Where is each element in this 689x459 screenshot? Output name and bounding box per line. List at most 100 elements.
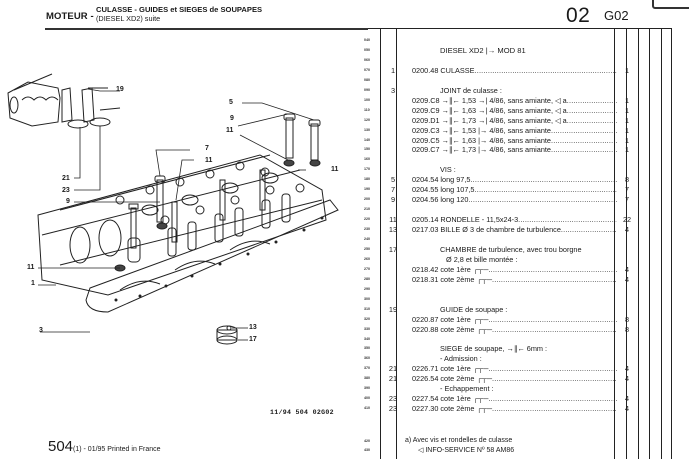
callout-7: 7 xyxy=(205,145,209,152)
line-number: 090 xyxy=(364,87,370,92)
line-number: 400 xyxy=(364,396,370,401)
callout-1: 1 xyxy=(31,280,35,287)
leader-dots: ........................................… xyxy=(488,314,617,324)
line-number: 170 xyxy=(364,167,370,172)
part-designation: 0220.88 cote 2ème ┌┬─...................… xyxy=(412,325,617,334)
leader-dots: ........................................… xyxy=(551,125,617,135)
page-subtitle: (DIESEL XD2) suite xyxy=(96,14,161,23)
quantity: 8 xyxy=(624,175,630,185)
quantity: 4 xyxy=(624,274,630,284)
line-number: 040 xyxy=(364,38,370,42)
designation-text: 0209.C5 →∥← 1,63 |→ 4/86, sans amiante xyxy=(412,135,551,145)
quantity: 4 xyxy=(624,225,630,235)
designation-text: 0209.D1 →∥← 1,73 →| 4/86, sans amiante, … xyxy=(412,115,567,125)
turbulence-chamber xyxy=(216,325,238,345)
line-number: 050 xyxy=(364,47,370,52)
callout-21: 21 xyxy=(62,175,70,182)
part-designation: 0218.31 cote 2ème ┌┬─...................… xyxy=(412,275,617,284)
quantity: 8 xyxy=(624,314,630,324)
quantity: 1 xyxy=(624,65,630,75)
part-designation: SIEGE de soupape, →∥← 6mm : xyxy=(440,344,645,353)
head-gasket xyxy=(85,199,339,313)
quantity: 22 xyxy=(622,215,632,225)
designation-text: 0205.14 RONDELLE - 11,5x24-3 xyxy=(412,215,519,225)
line-number: 390 xyxy=(364,386,370,391)
designation-text: 0227.54 cote 1ère ┌┬─ xyxy=(412,394,489,404)
item-reference: 11 xyxy=(389,215,397,225)
part-designation: 0227.30 cote 2ème ┌┬─...................… xyxy=(412,404,617,413)
part-designation: 0209.C3 →∥← 1,53 |→ 4/86, sans amiante..… xyxy=(412,126,617,135)
part-designation: 0200.48 CULASSE.........................… xyxy=(412,66,617,75)
quantity: 1 xyxy=(624,95,630,105)
leader-dots: ........................................… xyxy=(566,115,617,125)
item-reference: 17 xyxy=(388,244,398,254)
part-designation: 0218.42 cote 1ère ┌┬─...................… xyxy=(412,265,617,274)
part-designation: 0204.56 long 120........................… xyxy=(412,195,617,204)
footnote-info-service: ◁ INFO-SERVICE Nº 58 AM86 xyxy=(418,447,515,454)
leader-dots: ........................................… xyxy=(492,274,617,284)
designation-text: - Echappement : xyxy=(440,384,494,394)
line-number: 270 xyxy=(364,266,370,271)
page-title: CULASSE - GUIDES et SIEGES de SOUPAPES xyxy=(96,5,263,14)
footnote-a: a) Avec vis et rondelles de culasse xyxy=(405,437,513,444)
part-designation: 0209.C9 →∥← 1,63 →| 4/86, sans amiante, … xyxy=(412,106,617,115)
callout-17: 17 xyxy=(249,336,257,343)
designation-text: 0209.C8 →∥← 1,53 →| 4/86, sans amiante, … xyxy=(412,95,567,105)
designation-text: 0218.42 cote 1ère ┌┬─ xyxy=(412,264,489,274)
designation-text: DIESEL XD2 |→ MOD 81 xyxy=(440,45,526,55)
part-designation: 0204.54 long 97,5.......................… xyxy=(412,175,617,184)
leader-dots: ........................................… xyxy=(566,95,617,105)
designation-text: 0209.C7 →∥← 1,73 |→ 4/86, sans amiante xyxy=(412,145,551,155)
callout-23: 23 xyxy=(62,187,70,194)
part-designation: 0226.54 cote 2ème ┌┬─...................… xyxy=(412,374,617,383)
print-date: (1) - 01/95 Printed in France xyxy=(73,446,161,453)
leader-dots: ........................................… xyxy=(518,215,617,225)
line-number: 420 xyxy=(364,439,370,443)
quantity: 1 xyxy=(624,115,630,125)
line-number: 260 xyxy=(364,256,370,261)
line-number: 060 xyxy=(364,57,370,62)
designation-text: JOINT de culasse : xyxy=(440,85,502,95)
leader-dots: ........................................… xyxy=(492,404,617,414)
page-number: 02 xyxy=(566,4,591,27)
line-number: 430 xyxy=(364,448,370,452)
callout-3: 3 xyxy=(39,327,43,334)
item-reference: 21 xyxy=(388,364,398,374)
header-rule xyxy=(45,28,368,30)
designation-text: 0217.03 BILLE Ø 3 de chambre de turbulen… xyxy=(412,225,561,235)
designation-text: 0226.54 cote 2ème ┌┬─ xyxy=(412,374,493,384)
cylinder-head-exploded-drawing xyxy=(7,73,339,345)
quantity: 8 xyxy=(624,324,630,334)
line-number: 350 xyxy=(364,346,370,351)
item-reference: 19 xyxy=(388,304,398,314)
designation-text: VIS : xyxy=(440,165,456,175)
designation-text: CHAMBRE de turbulence, avec trou borgne xyxy=(440,244,582,254)
leader-dots: ........................................… xyxy=(488,264,617,274)
leader-dots: ........................................… xyxy=(492,374,617,384)
part-designation: VIS : xyxy=(440,165,645,174)
callout-5: 5 xyxy=(229,99,233,106)
line-number: 360 xyxy=(364,356,370,361)
model-number: 504 xyxy=(48,438,74,455)
quantity: 7 xyxy=(624,195,630,205)
part-designation: CHAMBRE de turbulence, avec trou borgne xyxy=(440,245,645,254)
line-number: 080 xyxy=(364,77,370,82)
quantity: 4 xyxy=(624,394,630,404)
line-number: 230 xyxy=(364,227,370,232)
line-number: 220 xyxy=(364,217,370,222)
line-number: 240 xyxy=(364,237,370,241)
line-number: 140 xyxy=(364,137,370,142)
item-reference: 23 xyxy=(388,394,398,404)
line-number: 180 xyxy=(364,177,370,182)
quantity: 1 xyxy=(624,125,630,135)
designation-text: Ø 2,8 et bille montée : xyxy=(446,254,518,264)
line-number: 280 xyxy=(364,276,370,281)
designation-text: 0227.30 cote 2ème ┌┬─ xyxy=(412,404,493,414)
line-number: 120 xyxy=(364,117,370,122)
part-designation: 0226.71 cote 1ère ┌┬─...................… xyxy=(412,364,617,373)
item-reference: 7 xyxy=(390,185,396,195)
item-reference: 21 xyxy=(388,374,398,384)
line-number: 330 xyxy=(364,326,370,331)
item-reference: 13 xyxy=(388,225,398,235)
part-designation: 0217.03 BILLE Ø 3 de chambre de turbulen… xyxy=(412,225,617,234)
